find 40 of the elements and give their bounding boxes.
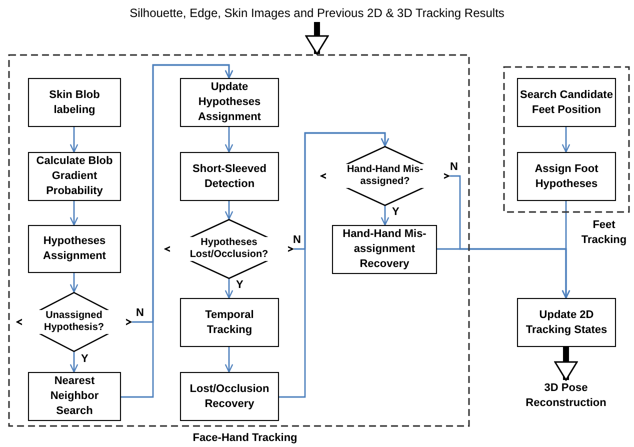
arrow — [224, 347, 234, 373]
arrow — [224, 279, 234, 299]
process-box: Update Hypotheses Assignment — [180, 78, 279, 127]
edge-label: Y — [235, 280, 244, 291]
decision-diamond: Unassigned Hypothesis? — [16, 292, 132, 352]
arrow — [562, 201, 570, 299]
process-box: Assign Foot Hypotheses — [517, 152, 616, 201]
edge-label: Y — [391, 207, 400, 218]
text-label: Silhouette, Edge, Skin Images and Previous 2D & 3D Tracking Results — [110, 4, 524, 22]
arrow — [70, 273, 78, 293]
process-box: Update 2D Tracking States — [517, 298, 616, 347]
edge-label: N — [449, 162, 459, 173]
arrow — [554, 347, 578, 381]
arrow — [70, 201, 78, 226]
process-box: Hypotheses Assignment — [28, 225, 121, 273]
group-title: Feet Tracking — [580, 218, 628, 248]
arrow — [224, 127, 234, 153]
process-box: Hand-Hand Mis-assignment Recovery — [332, 225, 437, 274]
decision-diamond: Hypotheses Lost/Occlusion? — [164, 219, 294, 279]
arrow — [562, 127, 570, 153]
process-box: Temporal Tracking — [180, 298, 279, 347]
edge-label: Y — [80, 354, 90, 365]
text-label: 3D Pose Reconstruction — [526, 380, 606, 412]
arrow — [279, 132, 390, 398]
decision-diamond: Hand-Hand Mis-assigned? — [320, 146, 450, 206]
arrow — [305, 22, 329, 55]
process-box: Skin Blob labeling — [28, 78, 121, 127]
process-box: Calculate Blob Gradient Probability — [28, 152, 121, 201]
process-box: Short-Sleeved Detection — [180, 152, 279, 201]
arrow — [70, 127, 78, 153]
process-box: Search Candidate Feet Position — [517, 78, 616, 127]
edge-label: N — [135, 308, 145, 319]
process-box: Lost/Occlusion Recovery — [180, 372, 279, 421]
arrow — [224, 201, 234, 220]
arrow — [380, 206, 390, 226]
process-box: Nearest Neighbor Search — [28, 372, 121, 421]
arrow — [121, 64, 234, 398]
edge-label: N — [292, 235, 302, 246]
arrow — [70, 352, 78, 373]
group-title: Face-Hand Tracking — [192, 431, 298, 446]
